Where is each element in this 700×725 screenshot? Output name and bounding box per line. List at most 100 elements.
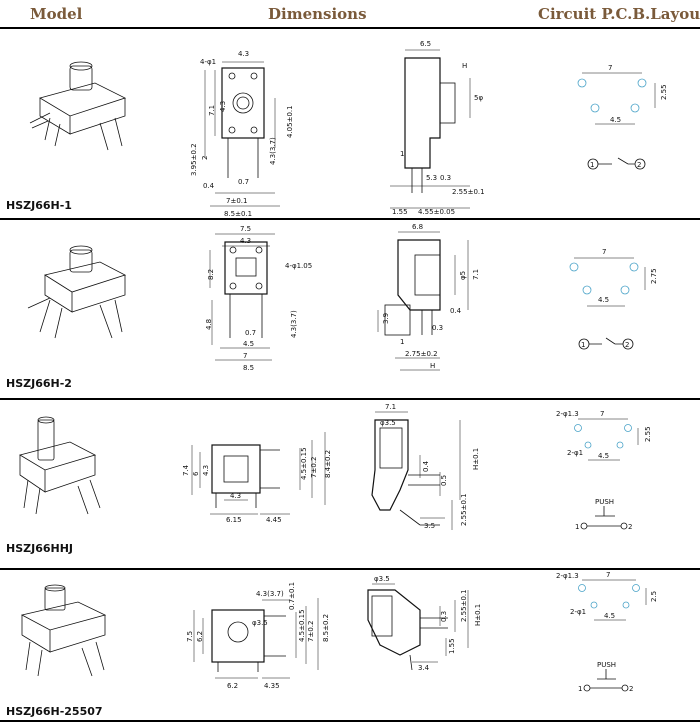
svg-text:7.5: 7.5	[186, 631, 194, 642]
svg-text:2.75: 2.75	[650, 268, 658, 284]
svg-text:4.8: 4.8	[205, 319, 213, 330]
svg-text:3.4: 3.4	[418, 664, 430, 672]
svg-text:5φ: 5φ	[474, 94, 483, 102]
product-drawings-1: 4.3 4-φ1 7.1 4.3 2 3.95±0.2 4.05±0.1 4.3…	[29, 40, 668, 218]
svg-text:8.5±0.1: 8.5±0.1	[224, 210, 252, 218]
svg-text:2.55: 2.55	[660, 84, 668, 100]
pcb-layout: 2-φ1.3 7 2.55 2-φ1 4.5	[556, 410, 652, 461]
svg-text:0.4: 0.4	[203, 182, 215, 190]
svg-text:2-φ1.3: 2-φ1.3	[556, 410, 579, 418]
svg-text:4.3(3.7): 4.3(3.7)	[269, 137, 277, 165]
svg-text:3.95±0.2: 3.95±0.2	[190, 143, 198, 176]
svg-text:7.4: 7.4	[182, 464, 190, 476]
pcb-layout: 2-φ1.3 7 2.5 2-φ1 4.5	[556, 571, 658, 621]
svg-text:2: 2	[201, 156, 209, 160]
svg-text:4.5: 4.5	[598, 452, 609, 460]
svg-text:2.55±0.1: 2.55±0.1	[452, 188, 485, 196]
svg-text:4.3: 4.3	[202, 465, 210, 476]
svg-text:3.9: 3.9	[382, 313, 390, 324]
svg-text:2.5: 2.5	[650, 591, 658, 602]
svg-text:1: 1	[581, 341, 585, 349]
svg-text:7: 7	[243, 352, 247, 360]
svg-text:2-φ1: 2-φ1	[567, 449, 583, 457]
divider	[0, 27, 700, 29]
svg-text:6.15: 6.15	[226, 516, 242, 524]
switch-symbol: PUSH 1 2	[578, 661, 633, 693]
svg-text:H±0.1: H±0.1	[472, 448, 480, 470]
header-pcb-layout: Circuit P.C.B.Layout	[538, 5, 700, 23]
side-view: 6.8 φ5 7.1 0.4 3.9 0.3 1 2.75±0.2 H	[377, 223, 480, 371]
svg-text:4.5±0.15: 4.5±0.15	[298, 609, 306, 642]
pcb-layout: 7 2.55 4.5	[577, 64, 668, 125]
svg-text:0.7±0.1: 0.7±0.1	[288, 582, 296, 610]
product-drawings-3: 7.4 6 4.3 4.3 6.15 4.45 4.5±0.15 7±0.2 8…	[18, 403, 652, 531]
svg-text:3.5: 3.5	[424, 522, 435, 530]
svg-text:6: 6	[192, 471, 200, 476]
front-view: 7.5 4.3 8.2 4-φ1.05 4.8 4.3(3.7) 0.7 4.5…	[205, 225, 312, 372]
product-row-2: 7.5 4.3 8.2 4-φ1.05 4.8 4.3(3.7) 0.7 4.5…	[0, 220, 700, 398]
product-drawings-4: 4.3(3.7) 0.7±0.1 φ3.5 7.5 6.2 4.5±0.15 7…	[20, 571, 658, 693]
svg-text:4.3(3.7): 4.3(3.7)	[256, 590, 284, 598]
svg-text:1: 1	[578, 685, 582, 693]
svg-text:6.8: 6.8	[412, 223, 423, 231]
svg-text:2.55: 2.55	[644, 426, 652, 442]
svg-text:0.4: 0.4	[450, 307, 462, 315]
svg-text:4.45: 4.45	[266, 516, 282, 524]
svg-text:0.3: 0.3	[432, 324, 443, 332]
svg-text:0.3: 0.3	[440, 611, 448, 622]
svg-text:4.3: 4.3	[230, 492, 241, 500]
svg-text:PUSH: PUSH	[595, 498, 614, 506]
svg-text:7: 7	[600, 410, 604, 418]
svg-text:H±0.1: H±0.1	[474, 604, 482, 626]
svg-text:4.55±0.05: 4.55±0.05	[418, 208, 455, 216]
svg-text:7±0.2: 7±0.2	[310, 457, 318, 478]
svg-text:8.5±0.2: 8.5±0.2	[322, 614, 330, 642]
svg-text:4.5: 4.5	[604, 612, 615, 620]
svg-text:0.3: 0.3	[440, 174, 451, 182]
switch-symbol: 1 2	[587, 157, 646, 170]
svg-text:2.55±0.1: 2.55±0.1	[460, 589, 468, 622]
svg-text:φ3.5: φ3.5	[380, 419, 396, 427]
svg-text:0.4: 0.4	[422, 460, 430, 472]
svg-text:1: 1	[575, 523, 579, 531]
model-name-2: HSZJ66H-2	[6, 377, 72, 390]
model-name-4: HSZJ66H-25507	[6, 705, 103, 718]
side-view: 6.5 H 5φ 0.3 1 5.3 2.55±0.1 1.55 4.55±0.…	[390, 40, 485, 216]
header-model: Model	[30, 5, 83, 23]
product-drawings-2: 7.5 4.3 8.2 4-φ1.05 4.8 4.3(3.7) 0.7 4.5…	[27, 223, 658, 372]
svg-text:6.2: 6.2	[227, 682, 238, 690]
divider	[0, 720, 700, 722]
svg-text:2.55±0.1: 2.55±0.1	[460, 493, 468, 526]
svg-text:1.55: 1.55	[392, 208, 408, 216]
svg-text:2: 2	[628, 523, 632, 531]
divider	[0, 568, 700, 570]
svg-text:2: 2	[625, 341, 629, 349]
svg-text:2-φ1.3: 2-φ1.3	[556, 572, 579, 580]
svg-text:4-φ1.05: 4-φ1.05	[285, 262, 312, 270]
front-view: 7.4 6 4.3 4.3 6.15 4.45 4.5±0.15 7±0.2 8…	[182, 432, 332, 524]
svg-text:0.7: 0.7	[245, 329, 256, 337]
svg-text:φ3.5: φ3.5	[374, 575, 390, 583]
svg-text:7.1: 7.1	[208, 105, 216, 116]
svg-text:H: H	[462, 62, 467, 70]
svg-text:4.5: 4.5	[243, 340, 254, 348]
svg-text:4.3(3.7): 4.3(3.7)	[290, 310, 298, 338]
svg-text:2: 2	[629, 685, 633, 693]
svg-text:4.5: 4.5	[598, 296, 609, 304]
front-view: 4.3 4-φ1 7.1 4.3 2 3.95±0.2 4.05±0.1 4.3…	[190, 50, 294, 218]
product-row-1: 4.3 4-φ1 7.1 4.3 2 3.95±0.2 4.05±0.1 4.3…	[0, 28, 700, 218]
svg-text:4.5: 4.5	[610, 116, 621, 124]
svg-text:φ3.5: φ3.5	[252, 619, 268, 627]
svg-text:1: 1	[400, 150, 404, 158]
product-row-4: 4.3(3.7) 0.7±0.1 φ3.5 7.5 6.2 4.5±0.15 7…	[0, 570, 700, 725]
svg-text:7.1: 7.1	[385, 403, 396, 411]
svg-text:φ5: φ5	[459, 271, 467, 280]
svg-text:8.4±0.2: 8.4±0.2	[324, 450, 332, 478]
header-dimensions: Dimensions	[268, 5, 367, 23]
svg-text:4.5±0.15: 4.5±0.15	[300, 447, 308, 480]
svg-text:4.3: 4.3	[240, 237, 251, 245]
svg-text:8.2: 8.2	[207, 269, 215, 280]
svg-text:2-φ1: 2-φ1	[570, 608, 586, 616]
divider	[0, 218, 700, 220]
model-illustration	[27, 245, 127, 339]
